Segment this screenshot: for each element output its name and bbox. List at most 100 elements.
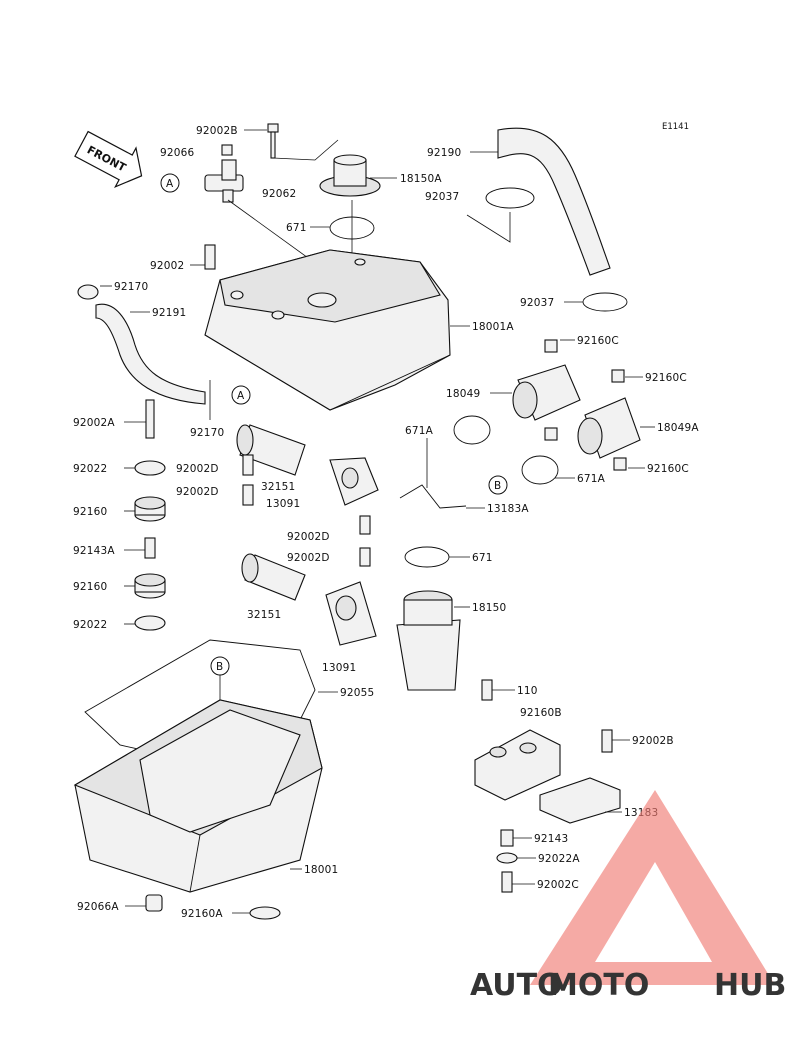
part-label: 92037 bbox=[425, 191, 459, 203]
drain-plug-icon bbox=[145, 894, 163, 912]
cap-icon bbox=[221, 144, 233, 156]
callout-marker: B bbox=[210, 656, 230, 676]
part-label: 92002D bbox=[176, 463, 219, 475]
bolt-icon bbox=[481, 679, 493, 701]
bracket-icon bbox=[474, 729, 561, 801]
pipe-icon bbox=[577, 369, 641, 471]
part-label: 92002B bbox=[632, 735, 674, 747]
part-label: 92143A bbox=[73, 545, 115, 557]
callout-marker: A bbox=[160, 173, 180, 193]
front-arrow-icon: FRONT bbox=[74, 130, 143, 189]
part-label: 92062 bbox=[262, 188, 296, 200]
washer-icon bbox=[134, 460, 166, 476]
o-ring-icon bbox=[521, 455, 559, 485]
part-label: 92002B bbox=[196, 125, 238, 137]
part-label: 92037 bbox=[520, 297, 554, 309]
o-ring-icon bbox=[404, 546, 450, 568]
part-label: 92190 bbox=[427, 147, 461, 159]
rubber-mount-icon bbox=[134, 496, 166, 522]
collar-icon bbox=[144, 537, 156, 559]
bolt-icon bbox=[501, 871, 513, 893]
plate-icon bbox=[539, 777, 621, 824]
leader-lines bbox=[100, 129, 655, 914]
part-label: 13091 bbox=[266, 498, 300, 510]
part-label: 92002A bbox=[73, 417, 115, 429]
bolt-icon bbox=[267, 123, 279, 159]
solenoid-icon bbox=[236, 424, 306, 476]
rubber-mount-icon bbox=[134, 573, 166, 599]
cylinder-head-cover-icon bbox=[204, 249, 451, 411]
bolt-icon bbox=[145, 399, 155, 439]
clamp-icon bbox=[77, 284, 99, 300]
callout-marker: B bbox=[488, 475, 508, 495]
part-label: 92160C bbox=[577, 335, 619, 347]
part-label: 92002D bbox=[176, 486, 219, 498]
hose-icon bbox=[497, 127, 611, 276]
part-label: 92160C bbox=[645, 372, 687, 384]
part-label: 92066 bbox=[160, 147, 195, 159]
part-label: 92143 bbox=[534, 833, 568, 845]
part-label: 92160A bbox=[181, 908, 223, 920]
watermark-logo: AUTO MOTO HUB bbox=[470, 790, 786, 1003]
part-label: 110 bbox=[517, 685, 538, 697]
oil-pan-icon bbox=[73, 699, 323, 893]
fitting-icon bbox=[204, 159, 244, 203]
bracket-icon bbox=[399, 484, 467, 509]
part-label: 671A bbox=[577, 473, 606, 485]
bracket-icon bbox=[329, 457, 379, 506]
part-label: 671 bbox=[472, 552, 493, 564]
callout-label: B bbox=[216, 661, 223, 673]
bracket-icon bbox=[325, 581, 377, 646]
hose-icon bbox=[95, 303, 206, 405]
bolt-icon bbox=[242, 484, 254, 506]
part-label: 92191 bbox=[152, 307, 186, 319]
part-label: 92160 bbox=[73, 581, 107, 593]
part-label: 92002 bbox=[150, 260, 184, 272]
part-label: 32151 bbox=[261, 481, 295, 493]
part-label: 92066A bbox=[77, 901, 119, 913]
solenoid-icon bbox=[241, 553, 306, 601]
callout-label: A bbox=[237, 390, 245, 402]
part-label: 92055 bbox=[340, 687, 374, 699]
part-label: 92160 bbox=[73, 506, 107, 518]
watermark-text-1: AUTO bbox=[470, 968, 563, 1003]
part-label: 18001 bbox=[304, 864, 338, 876]
watermark-text-2: MOTO bbox=[548, 968, 649, 1003]
part-label: 13091 bbox=[322, 662, 356, 674]
part-label: 92002D bbox=[287, 552, 330, 564]
part-label: 92160B bbox=[520, 707, 562, 719]
washer-icon bbox=[496, 852, 518, 864]
pipe-icon bbox=[512, 339, 581, 441]
clamp-icon bbox=[582, 292, 628, 312]
callout-label: A bbox=[166, 178, 174, 190]
washer-icon bbox=[134, 615, 166, 631]
bolt-icon bbox=[242, 454, 254, 476]
part-label: 92170 bbox=[114, 281, 148, 293]
clamp-icon bbox=[485, 187, 535, 209]
callout-marker: A bbox=[231, 385, 251, 405]
part-label: 18049A bbox=[657, 422, 699, 434]
bolt-icon bbox=[204, 244, 216, 270]
intake-pipe-icon bbox=[396, 590, 461, 691]
part-label: 92022A bbox=[538, 853, 580, 865]
o-ring-icon bbox=[453, 415, 491, 445]
part-label: 32151 bbox=[247, 609, 281, 621]
watermark-text-3: HUB bbox=[714, 968, 786, 1003]
part-label: 671 bbox=[286, 222, 307, 234]
bolt-icon bbox=[359, 515, 371, 535]
part-labels: 92002B 92066 92062 18150A 92037 92190 67… bbox=[73, 125, 699, 920]
part-label: 92022 bbox=[73, 463, 107, 475]
part-label: 18150 bbox=[472, 602, 506, 614]
part-label: 92022 bbox=[73, 619, 107, 631]
part-label: 18049 bbox=[446, 388, 480, 400]
bolt-icon bbox=[359, 547, 371, 567]
oil-filler-cap-icon bbox=[319, 154, 381, 197]
callout-label: B bbox=[494, 480, 501, 492]
washer-icon bbox=[249, 906, 281, 920]
part-label: 92002D bbox=[287, 531, 330, 543]
part-label: 92170 bbox=[190, 427, 224, 439]
diagram-code: E1141 bbox=[662, 122, 689, 132]
gasket-icon bbox=[84, 639, 316, 756]
part-label: 92160C bbox=[647, 463, 689, 475]
